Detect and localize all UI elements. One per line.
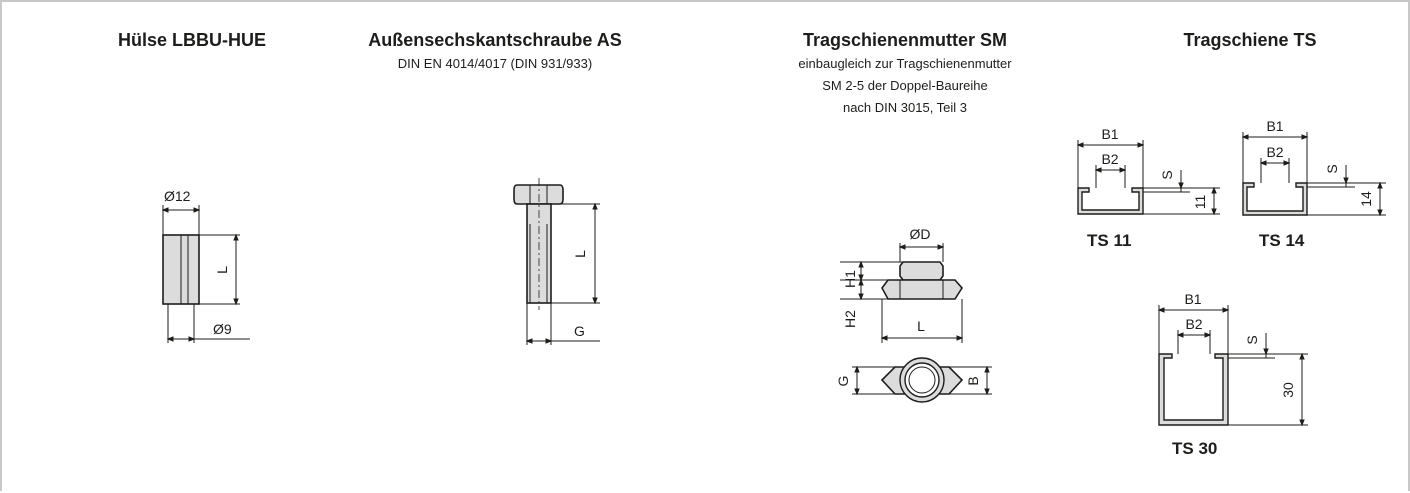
title-sleeve: Hülse LBBU-HUE (117, 30, 266, 50)
rail-ts14-drawing (1241, 132, 1386, 217)
rail-nut-side-view (840, 243, 964, 343)
title-rail: Tragschiene TS (1183, 30, 1317, 50)
label-ts11-s: S (1159, 170, 1175, 179)
label-nut-d: ØD (910, 226, 931, 242)
subtitle-rail-nut-line1: einbaugleich zur Tragschienenmutter (798, 56, 1012, 71)
label-ts11-height: 11 (1192, 195, 1208, 210)
label-ts30-name: TS 30 (1172, 439, 1217, 458)
label-bolt-thread: G (574, 323, 585, 339)
label-sleeve-length: L (214, 266, 230, 274)
label-nut-thread: G (835, 376, 851, 387)
label-ts11-name: TS 11 (1087, 231, 1131, 250)
label-sleeve-d-inner: Ø9 (213, 321, 232, 337)
hex-bolt-drawing (513, 178, 600, 345)
rail-ts11-drawing (1076, 140, 1220, 216)
label-ts30-s: S (1244, 335, 1260, 344)
label-bolt-length: L (572, 250, 588, 258)
rail-ts30-drawing (1157, 305, 1308, 427)
label-ts14-b2: B2 (1266, 144, 1283, 160)
label-ts14-s: S (1324, 164, 1340, 173)
label-ts30-b2: B2 (1185, 316, 1202, 332)
label-nut-width: B (965, 376, 981, 385)
label-nut-h1: H1 (842, 270, 858, 288)
label-ts11-b1: B1 (1101, 126, 1118, 142)
label-ts11-b2: B2 (1101, 151, 1118, 167)
label-ts30-b1: B1 (1184, 291, 1201, 307)
label-ts14-name: TS 14 (1259, 231, 1305, 250)
label-ts14-b1: B1 (1266, 118, 1283, 134)
label-nut-length: L (917, 318, 925, 334)
subtitle-rail-nut-line2: SM 2-5 der Doppel-Baureihe (822, 78, 988, 93)
label-ts30-height: 30 (1280, 382, 1296, 398)
rail-nut-top-view (852, 357, 992, 403)
label-ts14-height: 14 (1358, 191, 1374, 207)
label-sleeve-d-outer: Ø12 (164, 188, 191, 204)
title-rail-nut: Tragschienenmutter SM (802, 30, 1008, 50)
subtitle-rail-nut-line3: nach DIN 3015, Teil 3 (842, 100, 968, 115)
sleeve-drawing (161, 205, 250, 343)
label-nut-h2: H2 (842, 310, 858, 328)
subtitle-hex-bolt-norm: DIN EN 4014/4017 (DIN 931/933) (397, 56, 593, 71)
title-hex-bolt: Außensechskantschraube AS (368, 30, 622, 50)
